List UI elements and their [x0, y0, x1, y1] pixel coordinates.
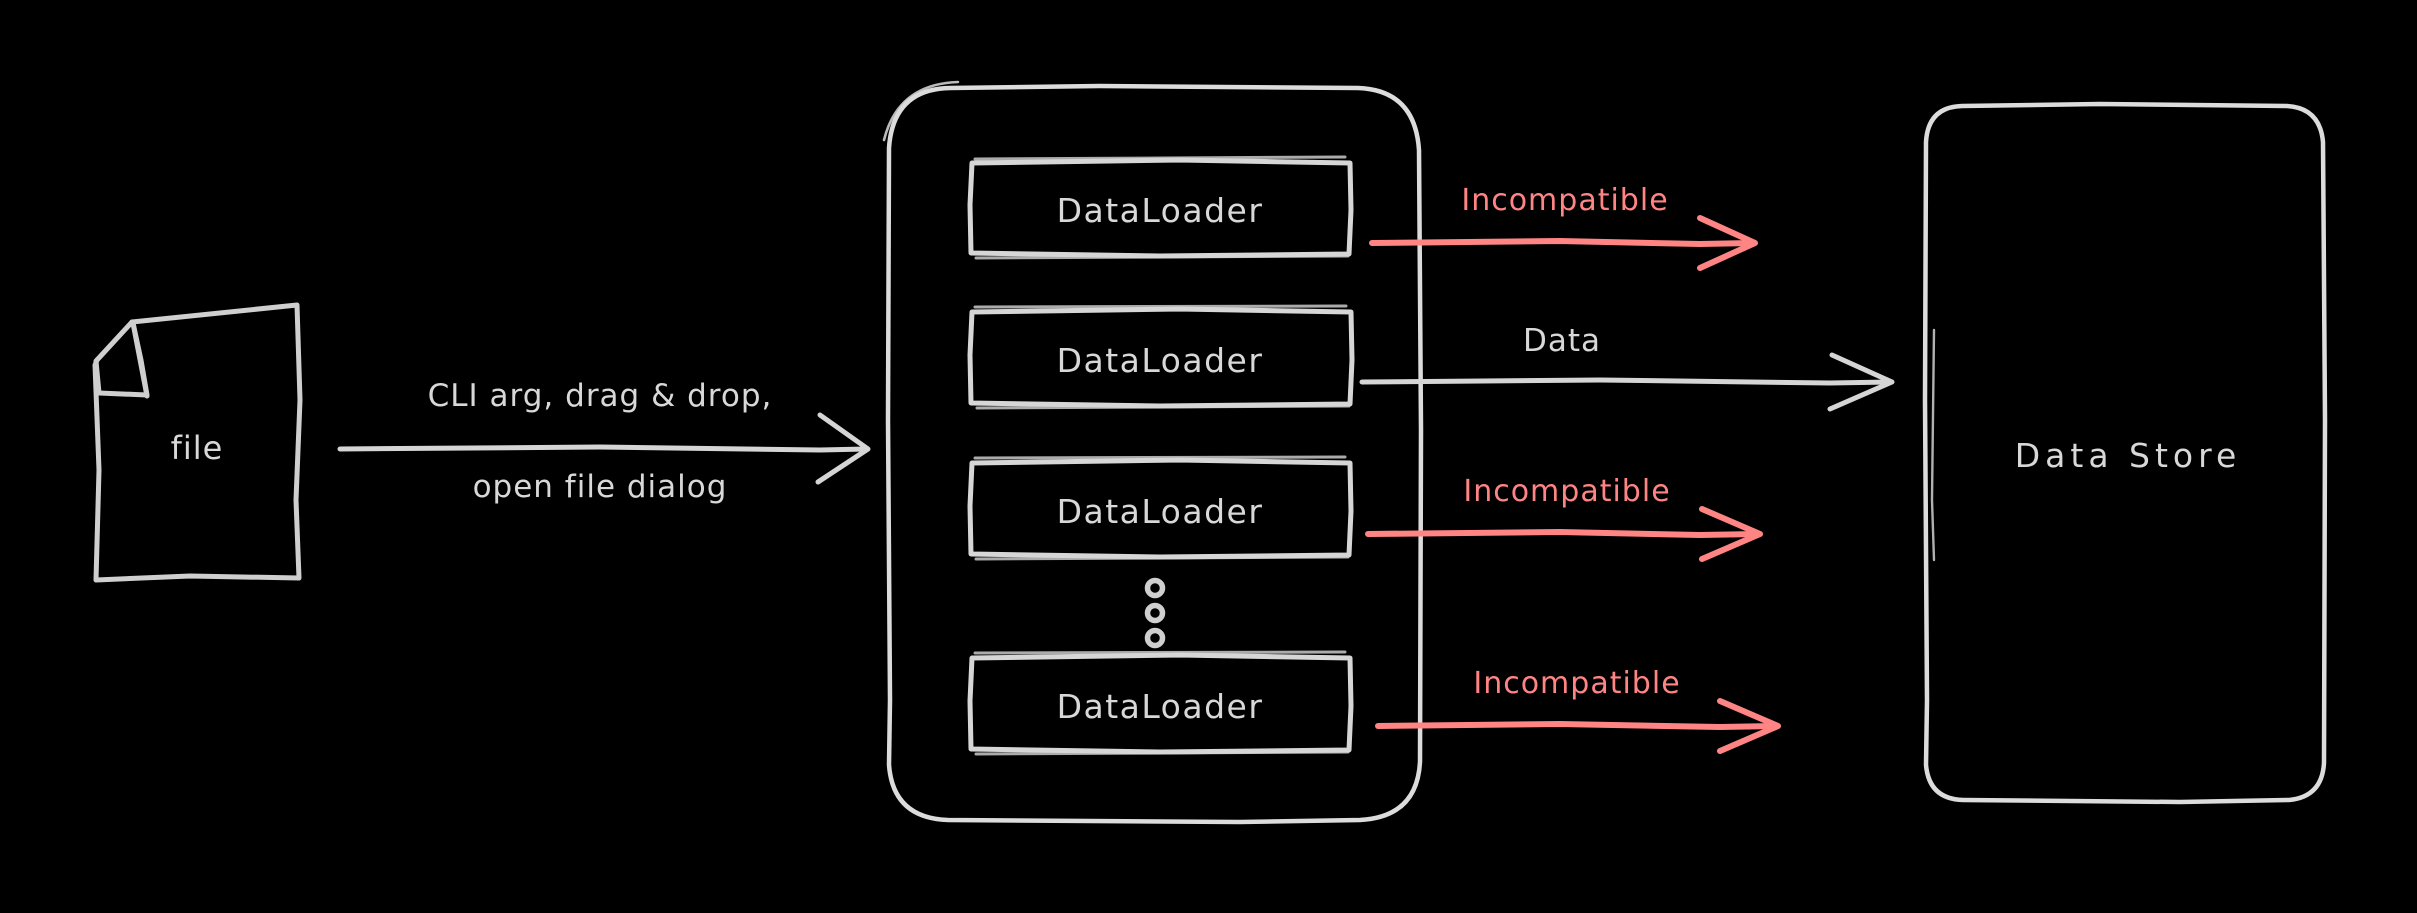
- ingest-arrow-icon: [337, 412, 871, 485]
- edge-label-incompatible-2: Incompatible: [1463, 474, 1671, 509]
- dataloader-box-4: [967, 652, 1354, 755]
- edge-arrow-incompatible-1: [1369, 215, 1758, 271]
- edge-label-data: Data: [1522, 323, 1602, 359]
- edge-label-incompatible-3: Incompatible: [1473, 666, 1681, 701]
- dataloader-label-4: DataLoader: [1056, 687, 1264, 726]
- edge-arrow-incompatible-3: [1375, 698, 1781, 754]
- file-label: file: [170, 429, 224, 467]
- data-store-label: Data Store: [2014, 436, 2242, 475]
- dataloader-label-1: DataLoader: [1056, 191, 1264, 230]
- dataloader-box-1: [967, 157, 1354, 259]
- ingest-edge-label-line1: CLI arg, drag & drop,: [427, 378, 773, 414]
- edge-label-incompatible-1: Incompatible: [1461, 183, 1669, 218]
- data-store-outline: [1922, 101, 2328, 805]
- dataloader-registry-outline: [882, 80, 1424, 825]
- ingest-edge-label-line2: open file dialog: [472, 469, 728, 505]
- dataloader-label-3: DataLoader: [1056, 492, 1264, 531]
- edge-arrow-incompatible-2: [1365, 506, 1763, 562]
- dataloader-box-2: [967, 306, 1355, 409]
- file-document-icon: [92, 302, 303, 583]
- dataloader-boxes: [967, 155, 1355, 756]
- dataloader-box-3: [967, 457, 1354, 560]
- edge-arrow-data: [1359, 352, 1895, 412]
- dataloader-label-2: DataLoader: [1056, 341, 1264, 380]
- vertical-ellipsis-icon: [1144, 577, 1166, 649]
